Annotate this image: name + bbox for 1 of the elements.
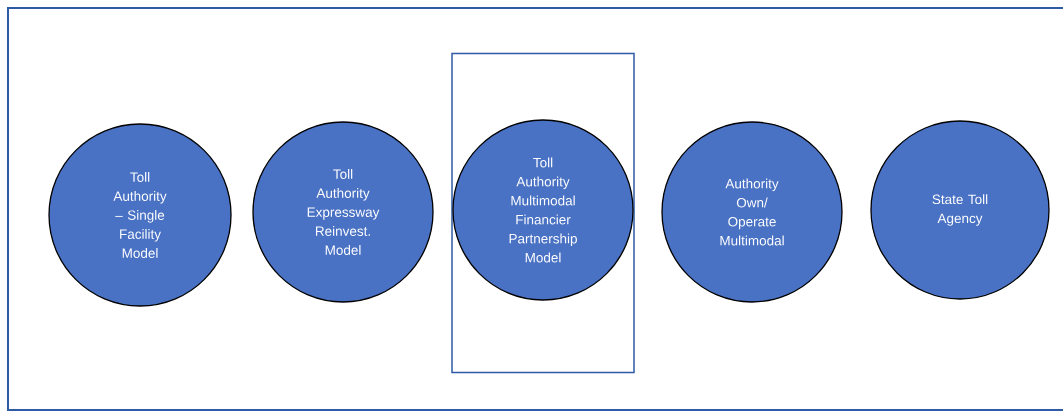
highlight-box	[451, 52, 635, 374]
